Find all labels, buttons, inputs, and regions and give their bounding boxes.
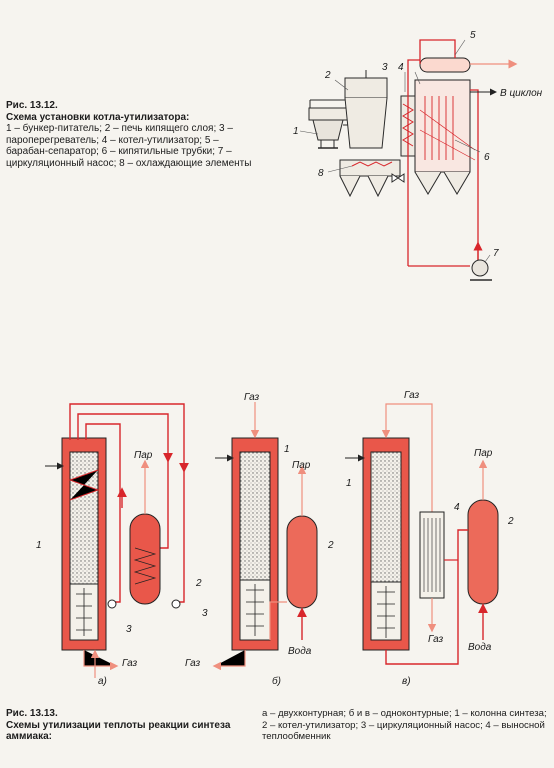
steam-label-c: Пар bbox=[474, 448, 493, 459]
water-label-b: Вода bbox=[288, 646, 312, 657]
sub-a-label: а) bbox=[98, 676, 107, 687]
steam-label-a: Пар bbox=[134, 450, 153, 461]
figure-13-12-subtitle: Схема установки котла-утилизатора: bbox=[6, 111, 190, 123]
steam-label-b: Пар bbox=[292, 460, 311, 471]
label-1: 1 bbox=[293, 126, 299, 137]
figure-13-13-caption: Рис. 13.13. Схемы утилизации теплоты реа… bbox=[6, 708, 256, 743]
waste-heat-boiler-b bbox=[286, 515, 318, 609]
label-6: 6 bbox=[484, 152, 490, 163]
circulation-pump bbox=[471, 259, 489, 277]
scheme-a-labels: Пар Газ а) 1 2 3 3 bbox=[36, 450, 208, 687]
svg-text:4: 4 bbox=[454, 502, 460, 513]
label-2: 2 bbox=[324, 70, 331, 81]
scheme-b bbox=[212, 402, 318, 671]
water-label-c: Вода bbox=[468, 642, 492, 653]
waste-heat-boiler-a bbox=[129, 513, 161, 605]
scheme-b-labels: Газ Пар Газ Вода б) 1 2 bbox=[185, 392, 334, 687]
gas-label-c-top: Газ bbox=[404, 390, 419, 401]
figure-13-12 bbox=[299, 39, 518, 281]
gas-label-b: Газ bbox=[185, 658, 200, 669]
figure-13-12-title: Рис. 13.12. bbox=[6, 100, 58, 111]
label-8: 8 bbox=[318, 168, 324, 179]
figure-13-12-labels: 1 2 3 4 5 6 7 8 В циклон bbox=[293, 30, 543, 259]
figure-13-13-title: Рис. 13.13. bbox=[6, 708, 58, 719]
label-4: 4 bbox=[398, 62, 404, 73]
svg-text:1: 1 bbox=[36, 540, 42, 551]
figure-13-13-legend: а – двухконтурная; б и в – одноконтурные… bbox=[262, 708, 547, 742]
gas-label-b-top: Газ bbox=[244, 392, 259, 403]
waste-heat-boiler bbox=[414, 79, 471, 173]
sub-c-label: в) bbox=[402, 676, 411, 687]
figure-13-13-subtitle: Схемы утилизации теплоты реакции синтеза… bbox=[6, 719, 231, 743]
to-cyclone-label: В циклон bbox=[500, 88, 543, 99]
svg-text:3: 3 bbox=[126, 624, 132, 635]
svg-text:2: 2 bbox=[507, 516, 514, 527]
svg-text:1: 1 bbox=[284, 444, 290, 455]
separator-drum bbox=[419, 57, 471, 73]
svg-text:1: 1 bbox=[346, 478, 352, 489]
boiling-tubes bbox=[424, 96, 454, 160]
gas-label-c: Газ bbox=[428, 634, 443, 645]
gas-label-a: Газ bbox=[122, 658, 137, 669]
figure-13-12-caption: Рис. 13.12. Схема установки котла-утилиз… bbox=[6, 100, 258, 169]
scheme-c bbox=[345, 403, 499, 665]
fluidized-bed-furnace bbox=[309, 70, 388, 149]
label-7: 7 bbox=[493, 248, 499, 259]
figure-13-12-legend: 1 – бункер-питатель; 2 – печь кипящего с… bbox=[6, 123, 252, 169]
label-5: 5 bbox=[470, 30, 476, 41]
scheme-a bbox=[45, 403, 189, 678]
svg-text:3: 3 bbox=[202, 608, 208, 619]
svg-text:2: 2 bbox=[327, 540, 334, 551]
svg-text:2: 2 bbox=[195, 578, 202, 589]
cooling-elements bbox=[351, 161, 393, 167]
sub-b-label: б) bbox=[272, 675, 281, 687]
waste-heat-boiler-c bbox=[467, 499, 499, 605]
label-3: 3 bbox=[382, 62, 388, 73]
scheme-c-labels: Газ Пар Газ Вода в) 1 2 4 bbox=[346, 390, 514, 687]
